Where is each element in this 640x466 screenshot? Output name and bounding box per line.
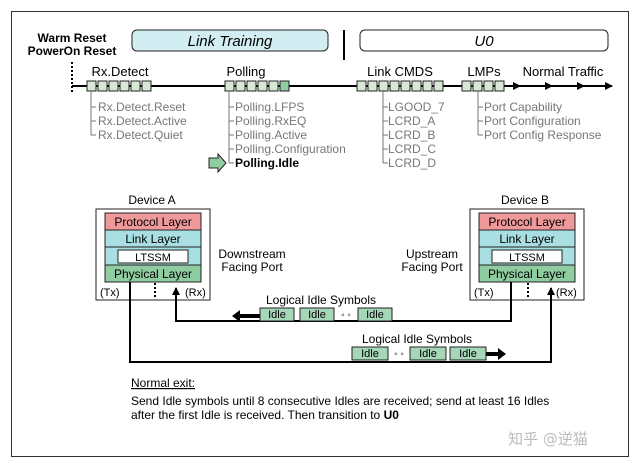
substate-polling-active: Polling.Active [235,128,307,142]
svg-text:Idle: Idle [361,348,379,360]
svg-text:◦ ◦: ◦ ◦ [341,310,351,321]
upstream-port-label: Upstream [406,247,458,261]
substate-lcrd-a: LCRD_A [388,114,435,128]
svg-text:Idle: Idle [268,309,286,321]
path-b-to-a [172,282,512,322]
device-a [95,208,211,301]
svg-text:Link Layer: Link Layer [125,232,180,246]
svg-text:Facing Port: Facing Port [221,260,283,274]
svg-text:Link Layer: Link Layer [499,232,554,246]
substate-lcrd-b: LCRD_B [388,128,435,142]
svg-text:Idle: Idle [308,309,326,321]
normal-traffic-state: Normal Traffic [523,64,604,79]
idle-symbols-label-top: Logical Idle Symbols [266,293,376,307]
warm-reset-label: Warm Reset [38,31,107,45]
svg-text:Protocol Layer: Protocol Layer [114,215,191,229]
svg-text:Physical Layer: Physical Layer [114,267,192,281]
u0-box [359,29,609,52]
svg-text:Physical Layer: Physical Layer [488,267,566,281]
svg-text:Idle: Idle [366,309,384,321]
substate-lcrd-d: LCRD_D [388,156,436,170]
normal-exit-line2: after the first Idle is received. Then t… [131,408,399,422]
diagram-frame [11,11,629,457]
svg-text:◦ ◦: ◦ ◦ [394,349,404,360]
device-b-rx: (Rx) [556,287,577,299]
substate-polling-configuration: Polling.Configuration [235,142,346,156]
device-b-physical-layer [478,264,576,283]
right-arrow-icon [498,348,506,360]
svg-text:LTSSM: LTSSM [509,252,545,264]
substate-port-configuration: Port Configuration [484,114,581,128]
device-a-tx: (Tx) [100,287,120,299]
substate-port-capability: Port Capability [484,100,562,114]
svg-text:Idle: Idle [419,348,437,360]
link-training-label: Link Training [188,33,273,50]
svg-text:Idle: Idle [459,348,477,360]
device-b-ltssm [491,249,563,264]
rx-detect-state: Rx.Detect [91,64,148,79]
watermark: 知乎 @逆猫 [508,430,588,448]
polling-state: Polling [226,64,265,79]
link-training-box [131,29,329,52]
substate-rx-detect-reset: Rx.Detect.Reset [98,100,186,114]
substate-polling-rxeq: Polling.RxEQ [235,114,306,128]
substate-polling-lfps: Polling.LFPS [235,100,304,114]
normal-exit-line1: Send Idle symbols until 8 consecutive Id… [131,394,549,408]
left-arrow-icon [232,310,240,322]
substate-lcrd-c: LCRD_C [388,142,436,156]
device-a-ltssm [117,249,189,264]
svg-text:LTSSM: LTSSM [135,252,171,264]
substate-polling-idle: Polling.Idle [235,156,299,170]
device-b [469,208,585,301]
substate-port-config-response: Port Config Response [484,128,602,142]
device-a-physical-layer [104,264,202,283]
link-cmds-state: Link CMDS [367,64,433,79]
u0-label: U0 [474,33,494,50]
svg-text:Protocol Layer: Protocol Layer [488,215,565,229]
rx-detect-boxes [86,80,152,92]
lmps-state: LMPs [467,64,501,79]
path-a-to-b [129,282,555,363]
poweron-reset-label: PowerOn Reset [28,44,117,58]
substate-lgood-7: LGOOD_7 [388,100,445,114]
svg-text:Facing Port: Facing Port [401,260,463,274]
idle-symbols-bottom [351,346,487,361]
device-a-rx: (Rx) [185,287,206,299]
device-a-title: Device A [128,193,175,207]
downstream-port-label: Downstream [218,247,285,261]
idle-symbols-label-bottom: Logical Idle Symbols [362,332,472,346]
current-state-arrow-icon [208,152,227,174]
substate-brackets [90,91,483,164]
device-b-title: Device B [501,193,549,207]
idle-symbols-top [259,307,393,322]
device-b-tx: (Tx) [474,287,494,299]
substate-rx-detect-quiet: Rx.Detect.Quiet [98,128,183,142]
substate-rx-detect-active: Rx.Detect.Active [98,114,187,128]
normal-exit-heading: Normal exit: [131,376,195,390]
timeline-arrowheads [513,82,585,90]
